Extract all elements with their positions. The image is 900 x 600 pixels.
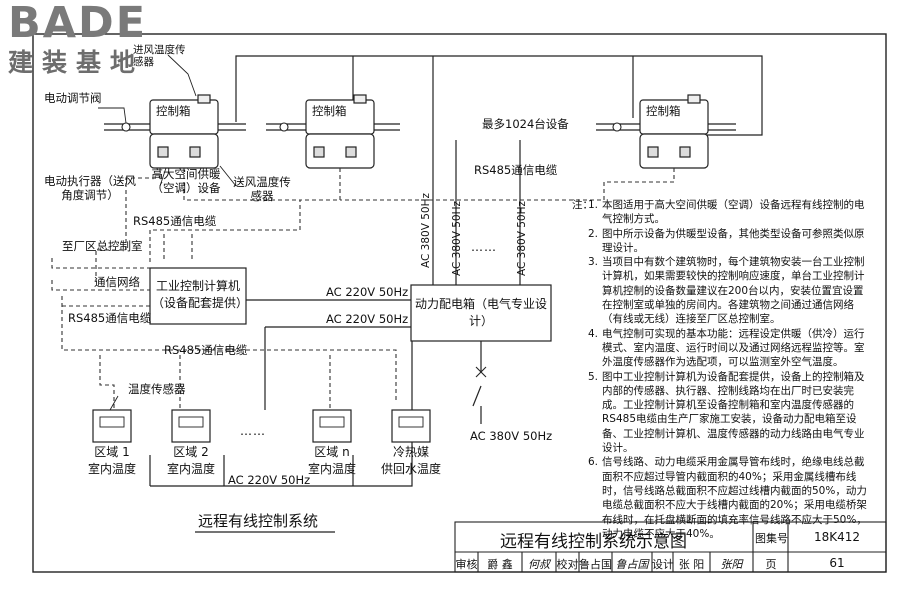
notes-block: 注： 1.本图适用于高大空间供暖（空调）设备远程有线控制的电气控制方式。 2.图…: [572, 198, 872, 541]
zone-1-label: 区域 1 室内温度: [78, 444, 146, 478]
note-item-4: 4.电气控制可实现的基本功能：远程设定供暖（供冷）运行模式、室内温度、运行时间以…: [588, 327, 872, 370]
zone-2-label: 区域 2 室内温度: [157, 444, 225, 478]
zone-1-name: 区域 1: [94, 445, 130, 459]
note-item-2: 2.图中所示设备为供暖型设备，其他类型设备可参照类似原理设计。: [588, 227, 872, 256]
zone-n-desc: 室内温度: [307, 462, 356, 476]
note-number: 5.: [588, 370, 599, 383]
zone-1-desc: 室内温度: [87, 462, 136, 476]
ac220-label-1: AC 220V 50Hz: [326, 285, 409, 299]
page-label: 页: [765, 558, 777, 571]
logo-brand: BADE: [8, 0, 148, 48]
ac220-bottom-label: AC 220V 50Hz: [228, 473, 311, 487]
switch-mark: [475, 366, 487, 378]
design-name: 张 阳: [678, 558, 705, 571]
rs485-bus: [51, 168, 675, 410]
ipc-box: [149, 267, 247, 325]
ellipsis-power: ……: [471, 240, 497, 254]
note-text: 本图适用于高大空间供暖（空调）设备远程有线控制的电气控制方式。: [602, 199, 865, 226]
max-devices-label: 最多1024台设备: [482, 117, 569, 131]
diagram-caption: 远程有线控制系统: [198, 512, 319, 530]
ac380-vertical-label-1: AC 380V 50Hz: [420, 193, 432, 268]
control-box-label-3: 控制箱: [646, 104, 681, 118]
note-item-1: 1.本图适用于高大空间供暖（空调）设备远程有线控制的电气控制方式。: [588, 198, 872, 227]
supply-temp-sensor-label: 送风温度传感器: [233, 175, 291, 203]
ac380-vertical-label-2: AC 380V 50Hz: [451, 201, 463, 276]
note-number: 4.: [588, 327, 599, 340]
review-signature: 何叔: [528, 558, 550, 571]
coolant-desc: 供回水温度: [380, 462, 441, 476]
zone-sensor-displays: [99, 416, 424, 428]
intake-temp-sensor-label: 进风温度传感器: [133, 44, 186, 68]
review-label: 审核: [455, 558, 478, 571]
ellipsis-zones: ……: [240, 424, 266, 438]
leader-lines: [98, 54, 237, 411]
check-label: 校对: [556, 558, 579, 571]
check-signature: 鲁占国: [615, 558, 649, 571]
coolant-name: 冷热媒: [392, 445, 429, 459]
comm-network-label: 通信网络: [94, 275, 140, 289]
review-name: 爵 鑫: [487, 558, 513, 571]
hvac-unit-2: [305, 94, 375, 169]
atlas-number: 18K412: [813, 530, 861, 544]
note-item-3: 3.当项目中有数个建筑物时，每个建筑物安装一台工业控制计算机，如果需要较快的控制…: [588, 255, 872, 326]
hvac-device-label: 高大空间供暖（空调）设备: [151, 167, 221, 195]
damper-valves: [121, 122, 622, 132]
title-block-grid: [454, 521, 887, 573]
rs485-bottom-label: RS485通信电缆: [164, 343, 248, 357]
note-text: 电气控制可实现的基本功能：远程设定供暖（供冷）运行模式、室内温度、运行时间以及通…: [602, 327, 865, 369]
design-label: 设计: [652, 558, 674, 571]
ac220-label-2: AC 220V 50Hz: [326, 312, 409, 326]
ac-power-lines: [149, 140, 521, 487]
sheet-title: 远程有线控制系统示意图: [500, 532, 687, 552]
note-item-6: 6.信号线路、动力电缆采用金属导管布线时，绝缘电线总截面积不应超过导管内截面积的…: [588, 455, 872, 541]
note-item-5: 5.图中工业控制计算机为设备配套提供，设备上的控制箱及内部的传感器、执行器、控制…: [588, 370, 872, 456]
notes-heading: 注：: [572, 199, 593, 211]
page-number: 61: [829, 556, 845, 570]
actuator-label: 电动执行器（送风角度调节）: [44, 174, 136, 202]
atlas-label: 图集号: [755, 532, 788, 545]
rs485-ipc-label: RS485通信电缆: [68, 311, 152, 325]
note-text: 图中工业控制计算机为设备配套提供，设备上的控制箱及内部的传感器、执行器、控制线路…: [602, 370, 865, 455]
zone-n-name: 区域 n: [314, 445, 350, 459]
note-number: 1.: [588, 199, 599, 211]
note-number: 3.: [588, 256, 599, 269]
note-number: 6.: [588, 456, 599, 469]
ipc-label: 工业控制计算机（设备配套提供）: [152, 279, 249, 310]
note-text: 当项目中有数个建筑物时，每个建筑物安装一台工业控制计算机，如果需要较快的控制响应…: [602, 256, 865, 326]
to-control-room-label: 至厂区总控制室: [62, 239, 143, 253]
power-box-label: 动力配电箱（电气专业设计）: [414, 297, 547, 328]
note-text: 图中所示设备为供暖型设备，其他类型设备可参照类似原理设计。: [602, 227, 865, 254]
coolant-label: 冷热媒供回水温度: [372, 444, 450, 478]
ac380-incoming-label: AC 380V 50Hz: [470, 429, 553, 443]
control-box-label-2: 控制箱: [312, 104, 347, 118]
zone-2-name: 区域 2: [173, 445, 209, 459]
hvac-unit-3: [639, 94, 709, 169]
rs485-top-label: RS485通信电缆: [474, 163, 558, 177]
control-box-label-1: 控制箱: [156, 104, 191, 118]
zone-n-label: 区域 n 室内温度: [298, 444, 366, 478]
design-signature: 张阳: [720, 558, 743, 571]
zone-2-desc: 室内温度: [166, 462, 215, 476]
note-number: 2.: [588, 227, 599, 240]
temp-sensor-label: 温度传感器: [128, 382, 186, 396]
rs485-mid-label: RS485通信电缆: [133, 214, 217, 228]
logo-subtitle: 建装基地: [8, 48, 145, 77]
note-text: 信号线路、动力电缆采用金属导管布线时，绝缘电线总截面积不应超过导管内截面积的40…: [602, 456, 867, 540]
power-box: [410, 284, 552, 342]
check-name: 鲁占国: [579, 558, 612, 571]
ac380-vertical-label-3: AC 380V 50Hz: [516, 201, 528, 276]
motor-damper-label: 电动调节阀: [44, 91, 102, 105]
